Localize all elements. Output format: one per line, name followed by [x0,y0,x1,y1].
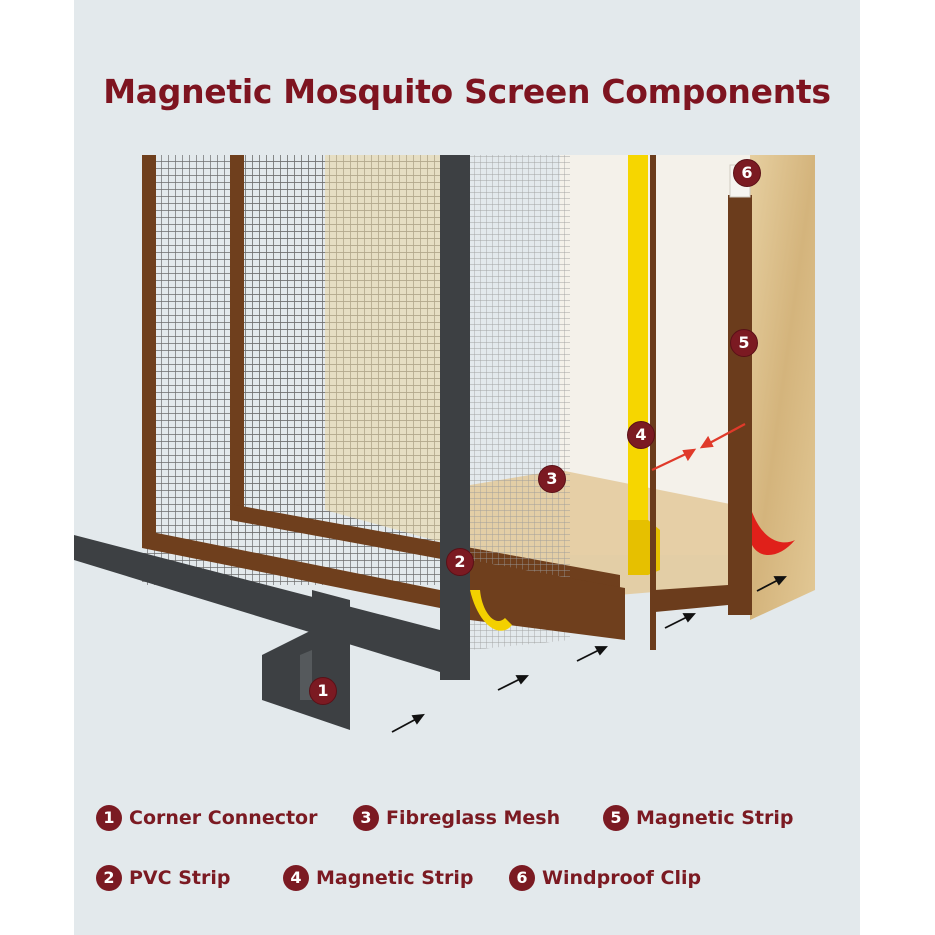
legend-number: 2 [96,865,122,891]
marker-3: 3 [538,465,566,493]
legend-number: 1 [96,805,122,831]
red-arrows [651,423,746,471]
legend-number: 3 [353,805,379,831]
pvc-strip-curl [470,590,512,631]
marker-4: 4 [627,421,655,449]
legend-item-5: 5 Magnetic Strip [603,805,793,831]
legend-label: Magnetic Strip [316,867,474,889]
legend-number: 4 [283,865,309,891]
legend-item-3: 3 Fibreglass Mesh [353,805,560,831]
legend-label: Magnetic Strip [636,807,794,829]
marker-5: 5 [730,329,758,357]
marker-2: 2 [446,548,474,576]
diagram-title: Magnetic Mosquito Screen Components [103,72,831,111]
red-curl-accent [752,512,795,556]
mesh-tint [325,155,470,550]
marker-6: 6 [733,159,761,187]
legend-number: 5 [603,805,629,831]
legend-item-1: 1 Corner Connector [96,805,317,831]
magnetic-strip-yellow [628,155,660,650]
legend-number: 6 [509,865,535,891]
legend-label: PVC Strip [129,867,231,889]
legend-item-2: 2 PVC Strip [96,865,230,891]
fibreglass-mesh-panel [470,155,625,650]
legend-label: Corner Connector [129,807,318,829]
legend-item-6: 6 Windproof Clip [509,865,701,891]
marker-1: 1 [309,677,337,705]
legend-label: Windproof Clip [542,867,702,889]
legend-label: Fibreglass Mesh [386,807,561,829]
direction-arrows [391,576,787,733]
legend-item-4: 4 Magnetic Strip [283,865,473,891]
